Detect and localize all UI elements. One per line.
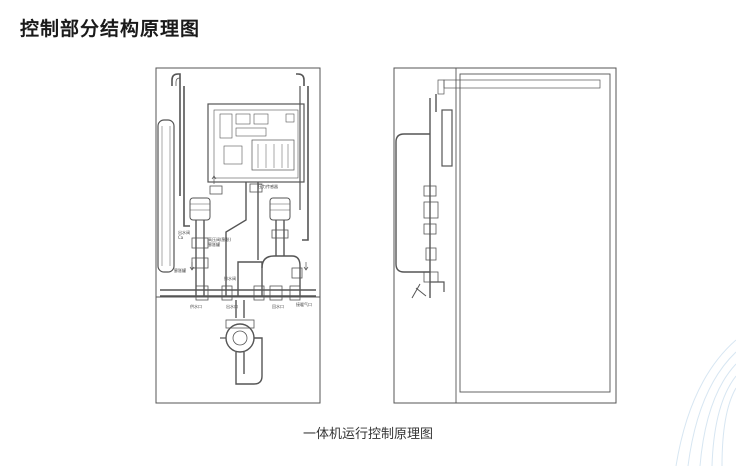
label-high-pressure-sub: 膨胀罐 bbox=[208, 241, 220, 247]
control-box bbox=[207, 103, 305, 183]
left-valve bbox=[189, 197, 211, 221]
expansion-tank bbox=[157, 119, 175, 273]
left-supply-pipe bbox=[171, 73, 181, 196]
unit-side-view bbox=[393, 67, 617, 404]
page-title: 控制部分结构原理图 bbox=[20, 18, 201, 40]
label-outlet-valve: 出水阀 bbox=[178, 229, 190, 235]
unit-front-view bbox=[155, 67, 321, 404]
figure-caption: 一体机运行控制原理图 bbox=[302, 427, 433, 442]
label-outlet-port: 出水口 bbox=[226, 303, 238, 309]
label-drain-valve: 排水阀 bbox=[224, 275, 236, 281]
right-valve bbox=[269, 197, 291, 221]
label-outlet-valve-sub: Ca bbox=[178, 235, 184, 240]
right-return-pipe bbox=[296, 73, 305, 86]
label-pressure-sensor: 压力传感器 bbox=[258, 183, 278, 189]
side-tank bbox=[441, 109, 453, 167]
side-cabinet-outline bbox=[393, 67, 617, 404]
label-expansion-tank: 膨胀罐 bbox=[174, 267, 186, 273]
label-radiator-port: 接暖气口 bbox=[296, 301, 312, 307]
front-cabinet-outline bbox=[155, 67, 321, 404]
label-return-port: 回水口 bbox=[272, 303, 284, 309]
label-supply-port: 供水口 bbox=[190, 303, 202, 309]
label-high-pressure: 高压阀(膨胀) bbox=[208, 236, 232, 242]
decorative-arcs bbox=[675, 339, 736, 466]
side-cabinet-inner bbox=[459, 73, 611, 393]
